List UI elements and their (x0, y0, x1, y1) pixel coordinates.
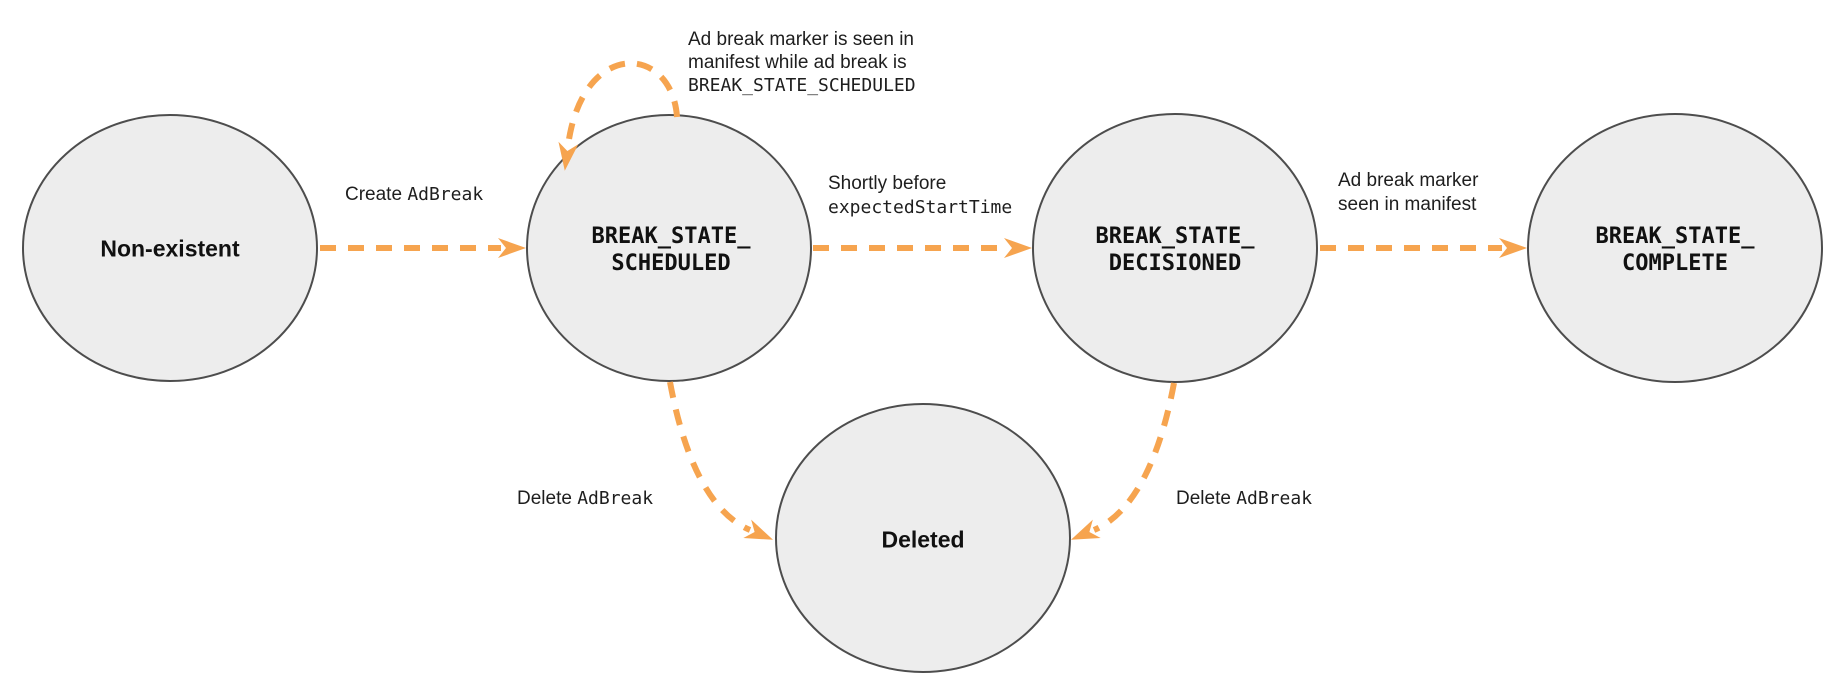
state-label-line: SCHEDULED (611, 251, 731, 276)
edge-label-text: Delete (517, 488, 572, 509)
edge-delete-decisioned (1071, 382, 1177, 540)
state-label-break-state-scheduled: BREAK_STATE_ SCHEDULED (592, 223, 751, 277)
edge-label-text: Ad break marker (1338, 170, 1479, 191)
edge-label-code: BREAK_STATE_SCHEDULED (688, 75, 916, 96)
edge-label-create-adbreak: Create AdBreak (345, 183, 483, 207)
edge-label-text: Ad break marker is seen in (688, 29, 914, 50)
edge-label-marker-seen: Ad break marker seen in manifest (1338, 169, 1478, 217)
state-label-line: BREAK_STATE_ (1095, 224, 1255, 249)
edge-label-text: manifest while ad break is (688, 52, 907, 73)
edge-self-loop-scheduled (558, 60, 680, 171)
state-node-break-state-decisioned (1032, 113, 1318, 383)
state-node-deleted (775, 403, 1071, 673)
edge-label-text: Shortly before (828, 173, 947, 194)
edge-label-text: seen in manifest (1338, 194, 1477, 215)
edge-label-shortly-before: Shortly before expectedStartTime (828, 172, 1012, 220)
state-label-line: BREAK_STATE_ (591, 224, 751, 249)
edge-label-self-loop: Ad break marker is seen in manifest whil… (688, 28, 916, 97)
edge-label-text: Create (345, 184, 403, 205)
edge-delete-scheduled (667, 381, 773, 540)
state-label-line: DECISIONED (1108, 251, 1242, 276)
state-label-deleted: Deleted (881, 526, 965, 553)
edge-label-code: AdBreak (407, 184, 484, 205)
edge-label-delete-right: Delete AdBreak (1176, 487, 1312, 511)
edge-label-text: Delete (1176, 488, 1231, 509)
state-label-break-state-decisioned: BREAK_STATE_ DECISIONED (1096, 223, 1255, 277)
state-label-line: BREAK_STATE_ (1595, 224, 1755, 249)
edge-label-code: AdBreak (577, 488, 654, 509)
state-label-break-state-complete: BREAK_STATE_ COMPLETE (1596, 223, 1755, 277)
state-label-non-existent: Non-existent (100, 235, 240, 262)
state-label-line: COMPLETE (1622, 251, 1728, 276)
state-node-break-state-scheduled (526, 114, 812, 382)
edge-label-delete-left: Delete AdBreak (517, 487, 653, 511)
edge-label-code: AdBreak (1236, 488, 1313, 509)
state-node-break-state-complete (1527, 113, 1823, 383)
edge-label-code: expectedStartTime (828, 197, 1013, 218)
state-node-non-existent (22, 114, 318, 382)
